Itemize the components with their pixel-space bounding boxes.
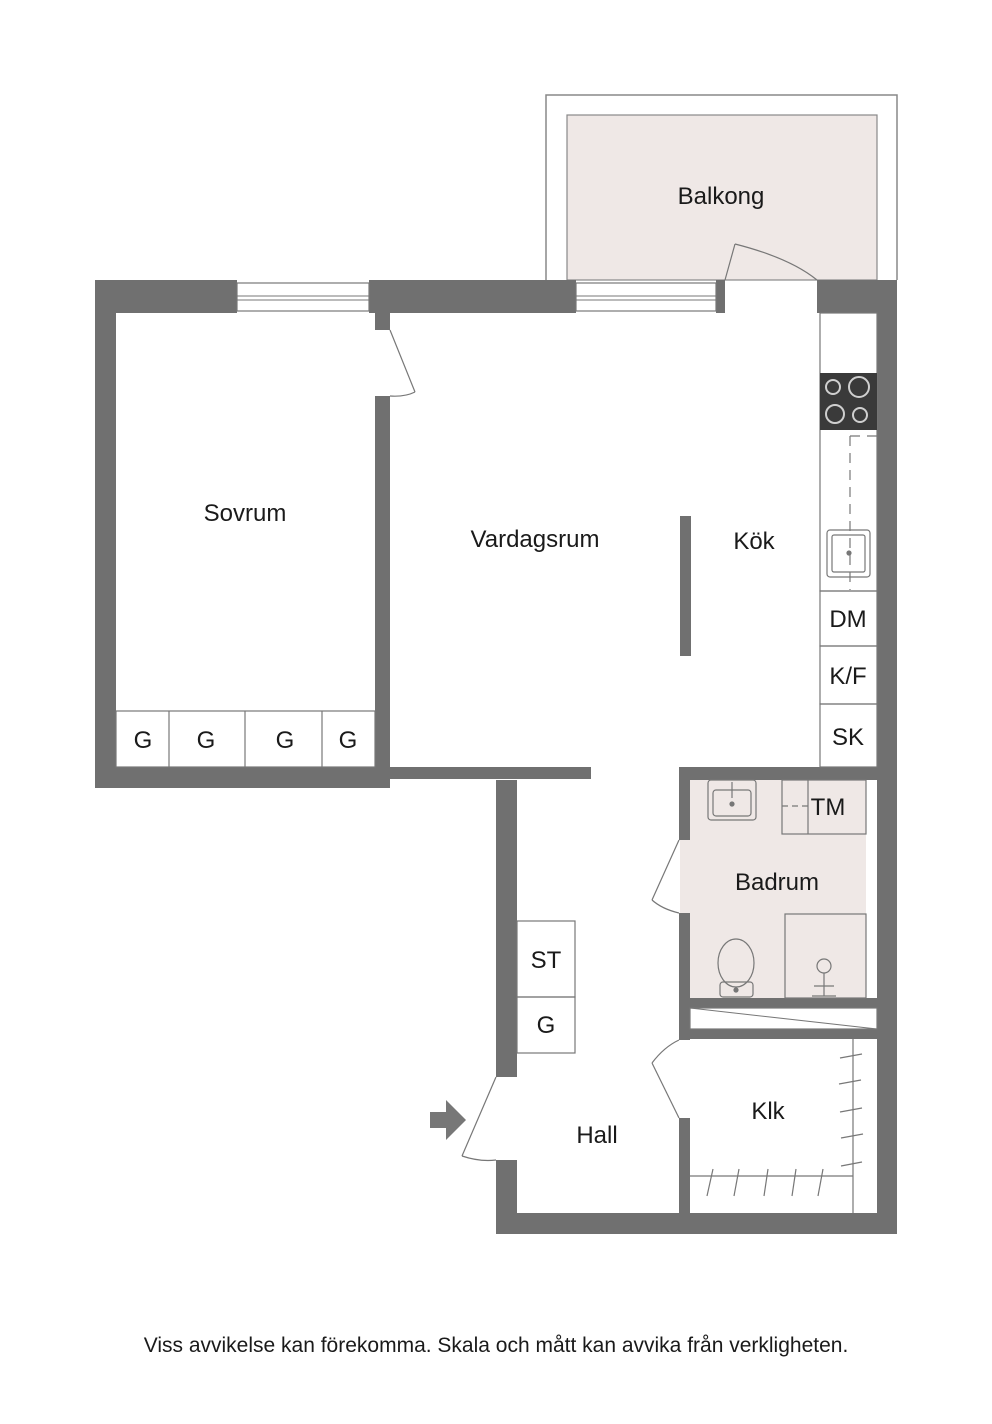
- label-dishwasher: DM: [829, 606, 866, 633]
- entrance-arrow-icon: [430, 1100, 466, 1140]
- washing-machine: [781, 779, 867, 835]
- closet-door: [651, 1039, 680, 1119]
- label-wardrobe-1: G: [134, 727, 153, 754]
- closet-rods: [690, 1039, 864, 1213]
- bathroom-floor: [680, 780, 866, 998]
- label-cabinet-sk: SK: [832, 724, 864, 751]
- walls: [95, 280, 897, 1234]
- label-vardagsrum: Vardagsrum: [471, 526, 600, 553]
- stove-icon: [820, 373, 877, 430]
- label-badrum: Badrum: [735, 869, 819, 896]
- bathroom-door: [651, 839, 680, 914]
- label-washing-machine: TM: [811, 794, 846, 821]
- bedroom-door: [389, 329, 416, 397]
- kitchen-counter: [819, 312, 878, 768]
- label-wardrobe-hall: G: [537, 1012, 556, 1039]
- bedroom-wardrobes: [115, 710, 376, 768]
- shelf: [689, 1007, 878, 1030]
- toilet-icon: [717, 938, 755, 998]
- label-hall: Hall: [576, 1122, 617, 1149]
- shower-icon: [784, 913, 867, 999]
- balcony-door: [724, 243, 818, 281]
- label-kok: Kök: [733, 528, 775, 555]
- sink-icon: [826, 529, 871, 578]
- window-living: [575, 282, 717, 312]
- label-fridge-freezer: K/F: [829, 663, 866, 690]
- label-wardrobe-3: G: [276, 727, 295, 754]
- hall-cabinets: [516, 920, 576, 1054]
- label-klk: Klk: [751, 1098, 785, 1125]
- washbasin-icon: [707, 779, 757, 821]
- label-wardrobe-2: G: [197, 727, 216, 754]
- disclaimer-text: Viss avvikelse kan förekomma. Skala och …: [143, 1334, 849, 1357]
- label-wardrobe-4: G: [339, 727, 358, 754]
- label-storage-st: ST: [531, 947, 562, 974]
- label-balkong: Balkong: [678, 183, 765, 210]
- entrance-door: [461, 1076, 497, 1162]
- label-sovrum: Sovrum: [204, 500, 287, 527]
- window-bedroom: [236, 282, 370, 312]
- kitchen-partition: [680, 516, 691, 656]
